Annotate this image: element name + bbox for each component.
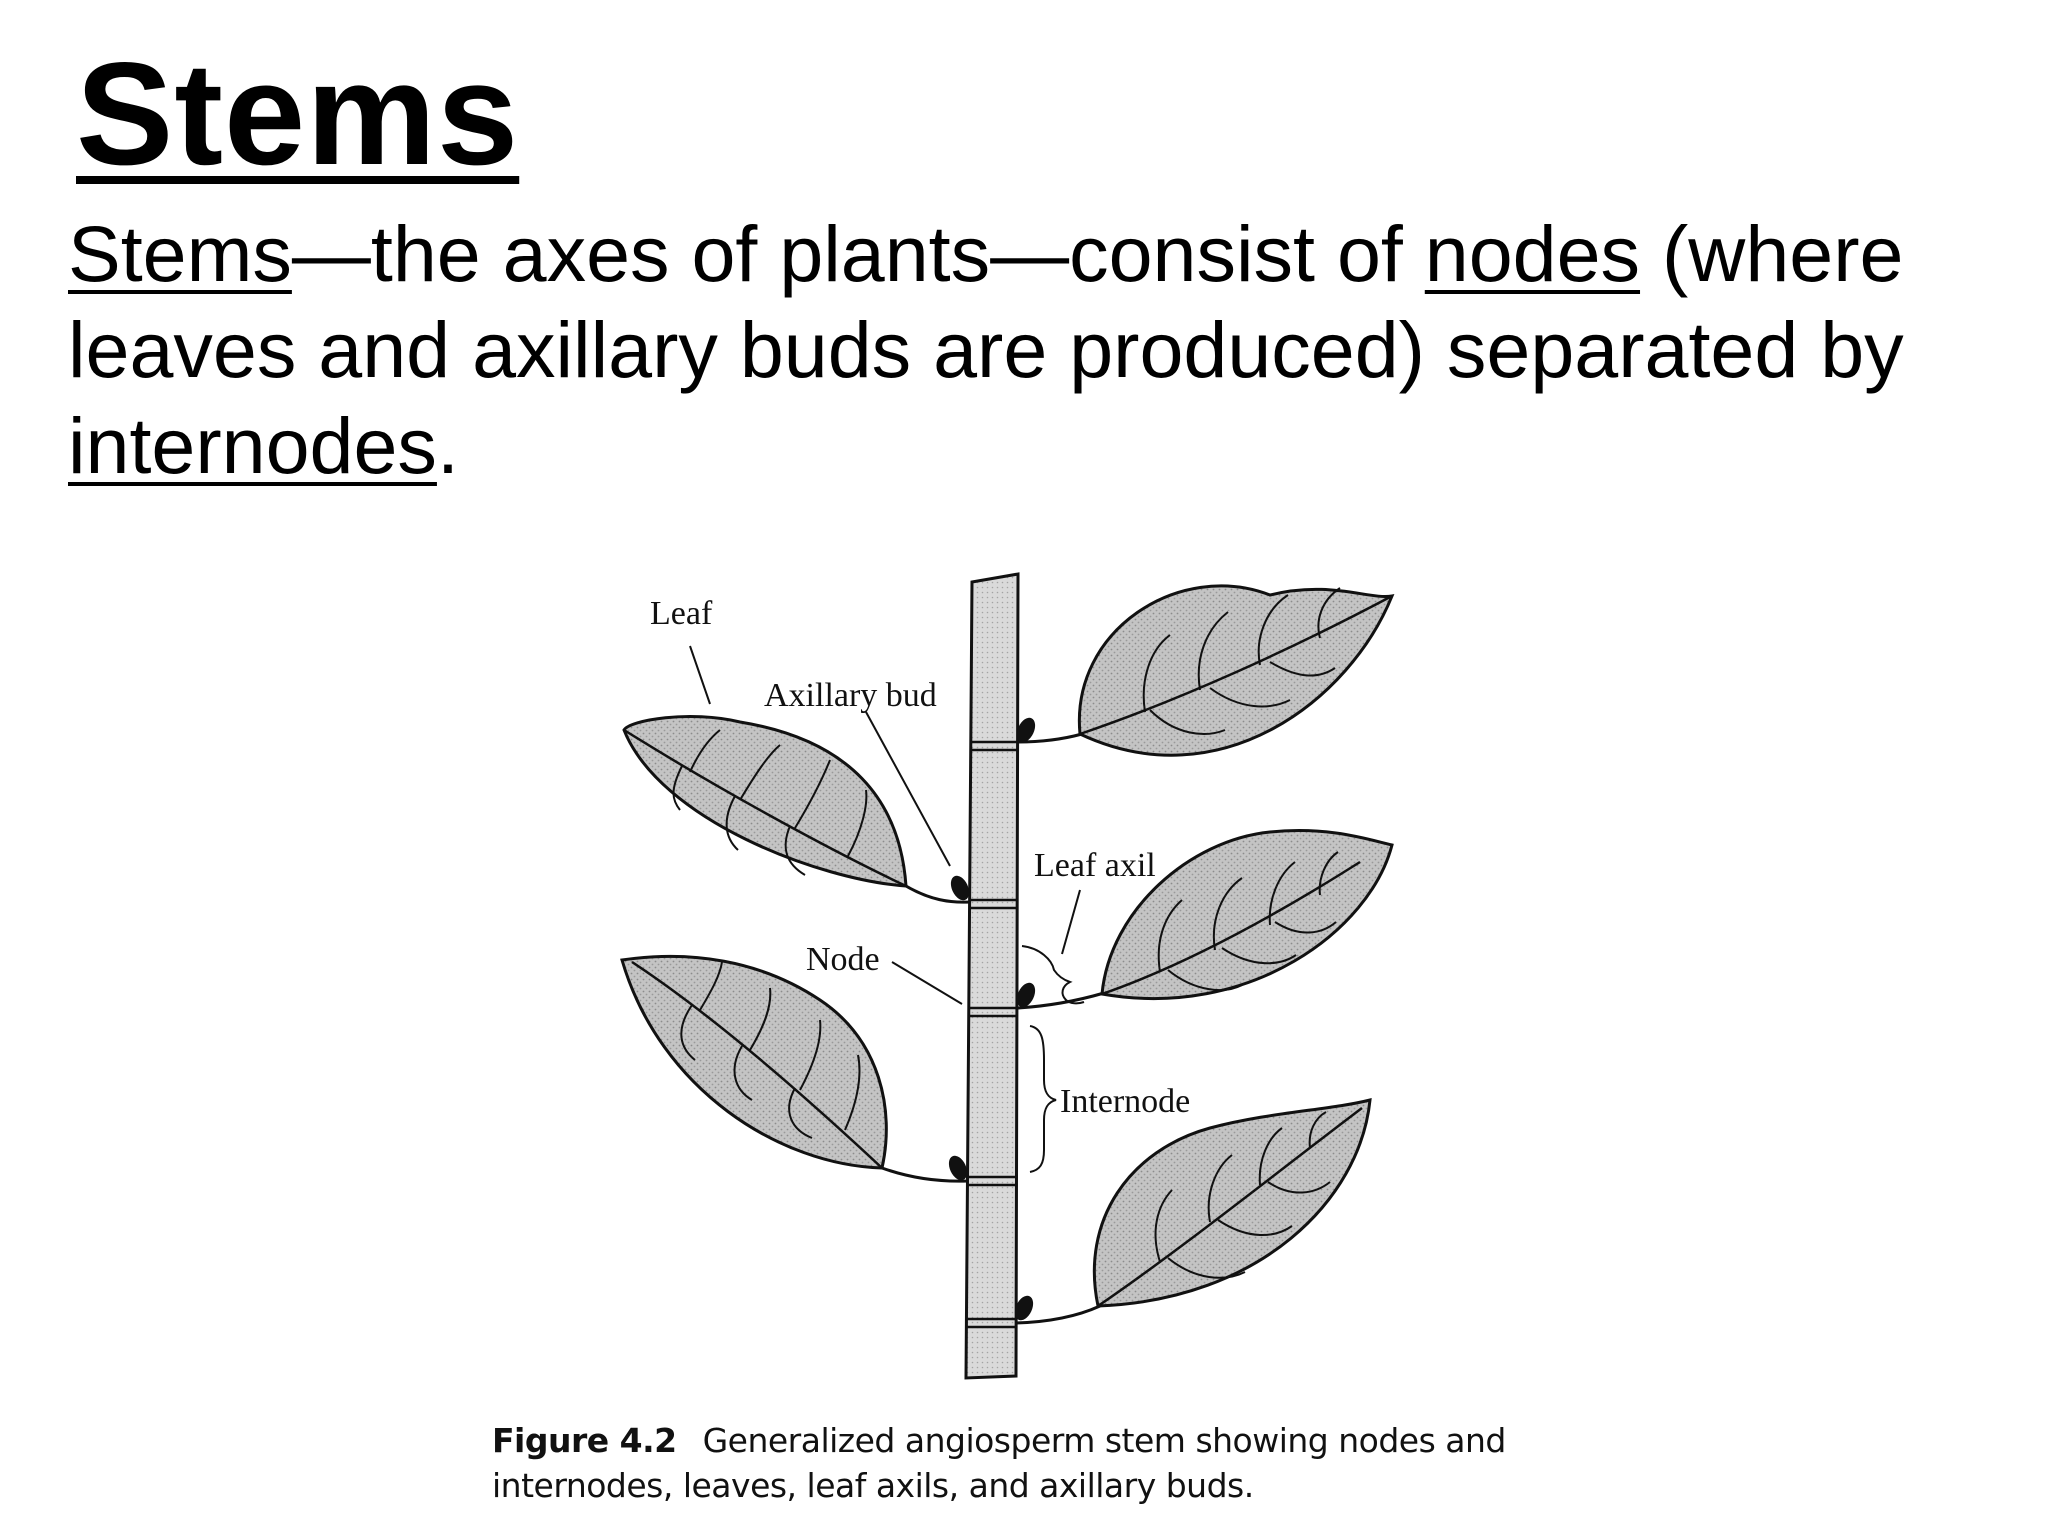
node-band-4: [968, 1175, 1017, 1187]
axillary-bud-2: [950, 875, 970, 901]
label-internode: Internode: [1060, 1083, 1190, 1120]
axillary-bud-3: [1016, 982, 1036, 1008]
petiole-right-2: [1017, 991, 1105, 1010]
leader-node: [891, 961, 963, 1005]
leaf-right-bottom: [1015, 1098, 1372, 1325]
label-leaf-axil: Leaf axil: [1034, 847, 1156, 884]
node-band-5: [967, 1317, 1016, 1329]
petiole-left-2: [881, 1166, 969, 1183]
brackets: [1021, 945, 1085, 1173]
label-axillary-bud: Axillary bud: [764, 677, 937, 714]
leaf-right-top: [1017, 584, 1395, 757]
body-text-2: (where leaves and axillary buds are prod…: [68, 209, 1904, 394]
node-band-2: [969, 898, 1017, 910]
caption-figure-number: Figure 4.2: [492, 1421, 677, 1460]
axillary-bud-5: [1014, 1295, 1034, 1321]
node-band-3: [969, 1006, 1017, 1018]
term-stems: Stems: [68, 209, 292, 298]
leaf-left-lower: [620, 954, 969, 1183]
leaf-axil-bracket: [1021, 945, 1085, 1005]
term-internodes: internodes: [68, 401, 437, 490]
leaf-left-upper: [622, 715, 971, 904]
caption-text: Generalized angiosperm stem showing node…: [492, 1421, 1506, 1505]
axillary-bud-1: [1016, 717, 1036, 743]
stem: [964, 572, 1020, 1380]
body-text-3: .: [436, 401, 459, 490]
petiole-right-3: [1015, 1304, 1101, 1325]
petiole-left-1: [905, 884, 971, 904]
leader-leaf-axil: [1061, 889, 1081, 955]
node-bands: [967, 740, 1017, 1329]
slide-body-text: Stems—the axes of plants—consist of node…: [68, 206, 2028, 494]
leaf-right-middle: [1017, 829, 1394, 1010]
label-leaf: Leaf: [650, 595, 713, 632]
axillary-buds: [948, 717, 1036, 1321]
leader-lines: [689, 645, 1081, 1005]
leader-axillary-bud: [865, 711, 951, 867]
slide-title: Stems: [76, 32, 520, 195]
internode-bracket: [1029, 1025, 1057, 1173]
label-node: Node: [806, 941, 880, 978]
axillary-bud-4: [948, 1155, 968, 1181]
leader-leaf: [689, 645, 711, 705]
term-nodes: nodes: [1424, 209, 1641, 298]
node-band-1: [970, 740, 1017, 752]
body-text-1: —the axes of plants—consist of: [291, 209, 1425, 298]
